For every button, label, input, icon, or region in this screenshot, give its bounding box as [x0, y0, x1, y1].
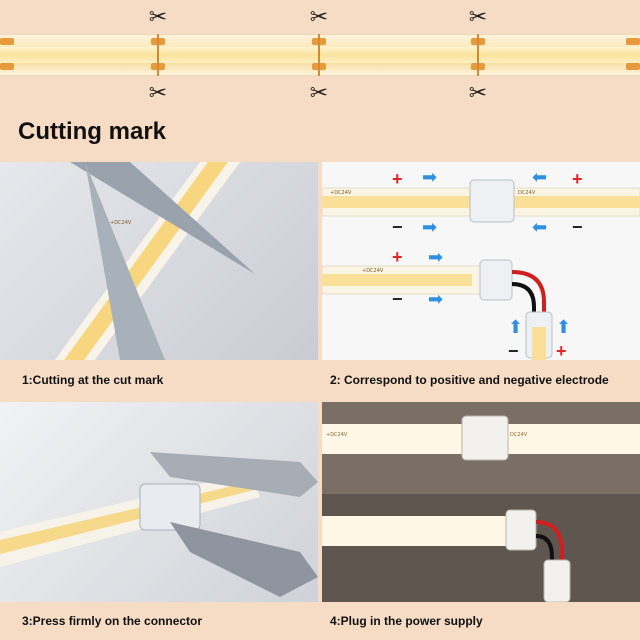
- cut-line: [157, 34, 159, 76]
- strip-label: +DC24V: [110, 220, 132, 226]
- positive-sign: +: [556, 341, 567, 360]
- photo-polarity: +DC24V DC24V +DC24V + − + − ➡ ➡ ⬅ ⬅ + − …: [322, 162, 640, 360]
- cut-line: [477, 34, 479, 76]
- connector: [479, 259, 513, 301]
- plier-jaw-top: [150, 452, 318, 497]
- strip-led: [532, 327, 546, 360]
- negative-sign: −: [392, 217, 403, 237]
- connector: [543, 559, 571, 602]
- red-wire: [511, 270, 546, 317]
- scissors-icon: ✂: [309, 4, 329, 29]
- caption-step-4: 4:Plug in the power supply: [330, 614, 483, 628]
- photo-cutting-strip: +DC24V: [0, 162, 318, 360]
- cut-pad: [626, 38, 640, 45]
- positive-sign: +: [572, 169, 583, 189]
- strip-led: [322, 274, 472, 286]
- cutting-mark-banner: ✂ ✂ ✂ ✂ ✂ ✂: [0, 0, 640, 160]
- lit-strip-illustration: [322, 402, 640, 602]
- negative-sign: −: [572, 217, 583, 237]
- positive-sign: +: [392, 247, 403, 267]
- positive-sign: +: [392, 169, 403, 189]
- led-strip-core: [0, 47, 640, 63]
- scissors-icon: ✂: [148, 80, 168, 105]
- blue-arrow-icon: ⬆: [556, 317, 572, 337]
- connector: [469, 179, 515, 223]
- cut-pad: [0, 63, 14, 70]
- strip-led: [322, 196, 472, 208]
- scissors-icon: ✂: [468, 4, 488, 29]
- strip-label: DC24V: [518, 190, 536, 196]
- blue-arrow-icon: ⬆: [508, 317, 524, 337]
- strip-led: [64, 162, 228, 360]
- blue-arrow-icon: ➡: [422, 167, 438, 187]
- strip-label: +DC24V: [330, 190, 352, 196]
- pliers-illustration: [0, 452, 318, 597]
- lit-strip: [322, 516, 512, 546]
- blade-top: [70, 162, 255, 274]
- negative-sign: −: [508, 341, 519, 360]
- blue-arrow-icon: ➡: [428, 247, 444, 267]
- scissors-icon: ✂: [148, 4, 168, 29]
- cut-pad: [0, 38, 14, 45]
- connector: [461, 415, 509, 461]
- scissors-icon: ✂: [468, 80, 488, 105]
- red-wire: [535, 520, 564, 562]
- connector: [139, 483, 201, 531]
- strip-label: +DC24V: [362, 268, 384, 274]
- scissors-icon: ✂: [309, 80, 329, 105]
- page-title: Cutting mark: [18, 118, 167, 145]
- caption-step-1: 1:Cutting at the cut mark: [22, 373, 164, 387]
- blue-arrow-icon: ➡: [428, 289, 444, 309]
- blue-arrow-icon: ⬅: [532, 217, 548, 237]
- black-wire: [511, 282, 536, 317]
- connector: [505, 509, 537, 551]
- blade-bottom: [85, 162, 165, 360]
- polarity-illustration: [322, 179, 640, 360]
- caption-step-2: 2: Correspond to positive and negative e…: [330, 373, 609, 387]
- blue-arrow-icon: ➡: [422, 217, 438, 237]
- strip-label: +DC24V: [326, 432, 348, 438]
- plier-jaw-bottom: [170, 522, 318, 597]
- black-wire: [535, 534, 554, 562]
- blue-arrow-icon: ⬅: [532, 167, 548, 187]
- strip-label: DC24V: [510, 432, 528, 438]
- cut-pad: [626, 63, 640, 70]
- wall-lower: [322, 494, 640, 602]
- photo-power-supply: +DC24V DC24V: [322, 402, 640, 602]
- strip-led: [512, 196, 640, 208]
- cut-line: [318, 34, 320, 76]
- negative-sign: −: [392, 289, 403, 309]
- caption-step-3: 3:Press firmly on the connector: [22, 614, 203, 628]
- cutting-illustration: [54, 162, 255, 360]
- photo-press-connector: [0, 402, 318, 602]
